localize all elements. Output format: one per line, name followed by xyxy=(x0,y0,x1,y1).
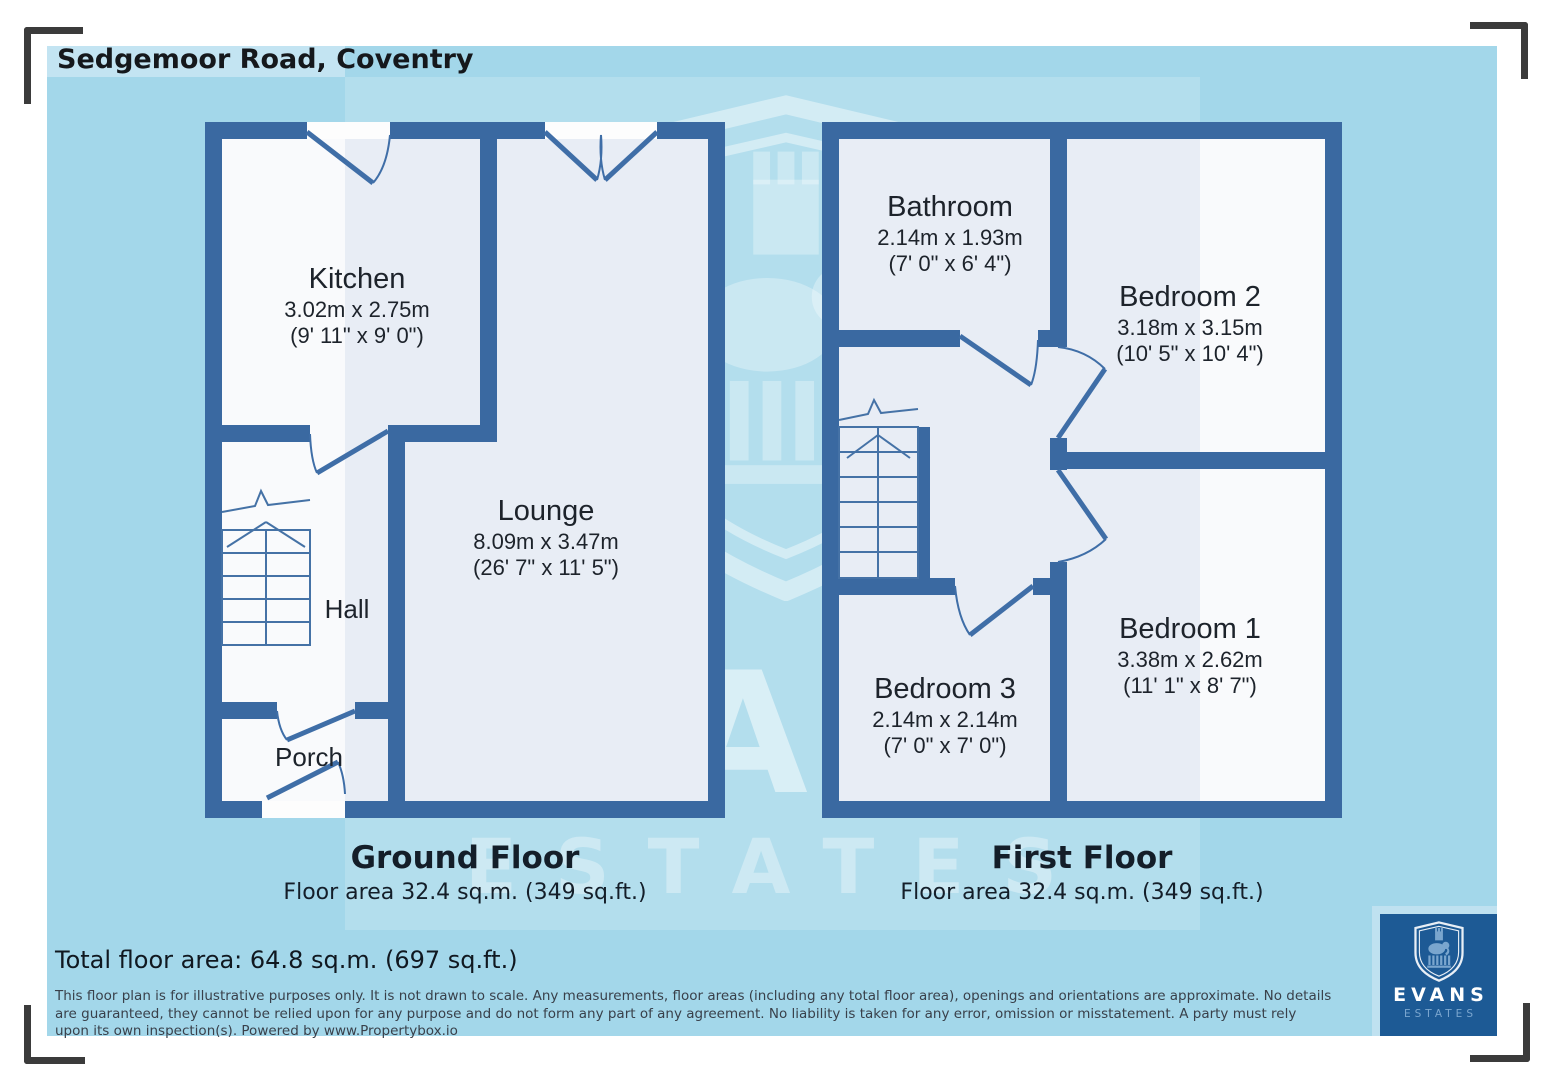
ground-floor-interiors xyxy=(222,122,708,818)
agency-logo: EVANS ESTATES xyxy=(1380,914,1497,1036)
bedroom1-name: Bedroom 1 xyxy=(1119,613,1261,645)
bedroom1-imperial: (11' 1" x 8' 7") xyxy=(1123,673,1257,699)
bedroom2-metric: 3.18m x 3.15m xyxy=(1117,314,1263,340)
first-floor-doors xyxy=(954,333,1109,637)
kitchen-name: Kitchen xyxy=(308,263,406,295)
hall-label: Hall xyxy=(324,594,370,624)
disclaimer-text: This floor plan is for illustrative purp… xyxy=(55,988,1332,1040)
logo-brand-text: EVANS xyxy=(1393,984,1489,1006)
first-floor-stairs xyxy=(838,397,919,579)
bedroom1-label: Bedroom 1 3.38m x 2.62m (11' 1" x 8' 7") xyxy=(1065,612,1315,700)
logo-crest-icon xyxy=(1413,921,1464,982)
ground-floor-stairs xyxy=(221,488,311,646)
bedroom3-metric: 2.14m x 2.14m xyxy=(872,706,1018,732)
first-floor-walls xyxy=(822,122,1342,818)
corner-mark-top-right xyxy=(1470,22,1528,79)
bathroom-name: Bathroom xyxy=(887,191,1013,223)
lounge-imperial: (26' 7" x 11' 5") xyxy=(473,555,619,581)
first-floor-plan: Bathroom 2.14m x 1.93m (7' 0" x 6' 4") B… xyxy=(822,122,1342,818)
bathroom-label: Bathroom 2.14m x 1.93m (7' 0" x 6' 4") xyxy=(840,190,1060,278)
corner-mark-bottom-left xyxy=(24,1005,85,1064)
first-floor-title: First Floor xyxy=(991,840,1173,876)
ground-floor-plan: Kitchen 3.02m x 2.75m (9' 11" x 9' 0") L… xyxy=(205,122,725,818)
bedroom3-name: Bedroom 3 xyxy=(874,673,1016,705)
lounge-label: Lounge 8.09m x 3.47m (26' 7" x 11' 5") xyxy=(421,494,671,582)
title-strip xyxy=(47,46,345,77)
bedroom3-label: Bedroom 3 2.14m x 2.14m (7' 0" x 7' 0") xyxy=(825,672,1065,760)
lounge-name: Lounge xyxy=(497,495,595,527)
bedroom3-imperial: (7' 0" x 7' 0") xyxy=(883,733,1007,759)
kitchen-label: Kitchen 3.02m x 2.75m (9' 11" x 9' 0") xyxy=(232,262,482,350)
bedroom2-imperial: (10' 5" x 10' 4") xyxy=(1116,341,1264,367)
ground-floor-walls xyxy=(205,122,725,818)
corner-mark-top-left xyxy=(24,27,83,104)
first-floor-area: Floor area 32.4 sq.m. (349 sq.ft.) xyxy=(900,880,1264,905)
kitchen-imperial: (9' 11" x 9' 0") xyxy=(290,323,424,349)
ground-floor-area: Floor area 32.4 sq.m. (349 sq.ft.) xyxy=(283,880,647,905)
ground-floor-title: Ground Floor xyxy=(350,840,580,876)
bedroom2-label: Bedroom 2 3.18m x 3.15m (10' 5" x 10' 4"… xyxy=(1065,280,1315,368)
total-floor-area: Total floor area: 64.8 sq.m. (697 sq.ft.… xyxy=(55,946,518,974)
porch-label: Porch xyxy=(275,742,343,772)
ground-floor-doors xyxy=(265,130,659,801)
kitchen-metric: 3.02m x 2.75m xyxy=(284,296,430,322)
page-title: Sedgemoor Road, Coventry xyxy=(57,44,474,75)
logo-tagline-text: ESTATES xyxy=(1404,1008,1477,1020)
corner-mark-bottom-right xyxy=(1470,1003,1530,1062)
bedroom1-metric: 3.38m x 2.62m xyxy=(1117,646,1263,672)
lounge-metric: 8.09m x 3.47m xyxy=(473,528,619,554)
bedroom2-name: Bedroom 2 xyxy=(1119,281,1261,313)
bathroom-imperial: (7' 0" x 6' 4") xyxy=(888,251,1012,277)
bathroom-metric: 2.14m x 1.93m xyxy=(877,224,1023,250)
